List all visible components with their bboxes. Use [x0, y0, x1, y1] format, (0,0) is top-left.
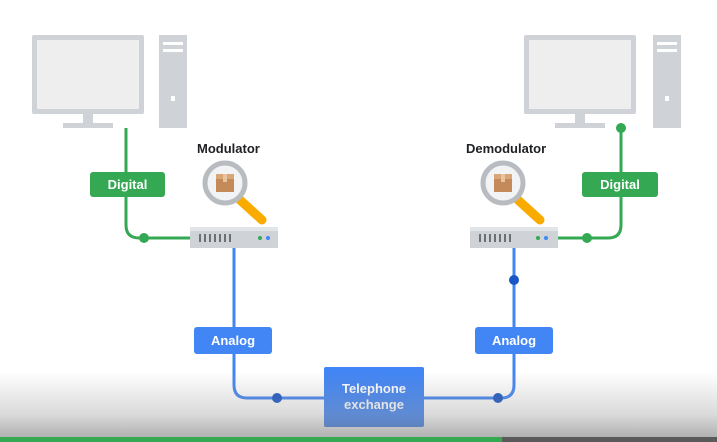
video-progress-bar[interactable] [0, 437, 717, 442]
magnifier-package-icon [202, 160, 267, 225]
tower-right [653, 35, 681, 128]
modulator-label: Modulator [197, 141, 260, 156]
analog-junction-right [493, 393, 503, 403]
tower-left-button [171, 96, 175, 101]
exchange-label-line1: Telephone [341, 381, 407, 396]
tower-left-slot [163, 42, 183, 45]
digital-junction-right [582, 233, 592, 243]
monitor-left-base [63, 123, 113, 128]
digital-tag-left: Digital [90, 172, 165, 197]
modem-right [470, 227, 558, 248]
analog-junction-left [272, 393, 282, 403]
monitor-left-screen [37, 40, 139, 109]
tower-right-button [665, 96, 669, 101]
digital-line-left [124, 128, 190, 240]
monitor-right-screen [529, 40, 631, 109]
monitor-left-neck [83, 114, 93, 123]
analog-line-right [424, 247, 516, 400]
computer-right [524, 35, 681, 128]
telephone-exchange-box: Telephone exchange [324, 367, 424, 427]
analog-junction-top-right [509, 275, 519, 285]
tower-right-slot [657, 42, 677, 45]
analog-line-left [232, 247, 325, 400]
digital-junction-left [139, 233, 149, 243]
digital-tag-right: Digital [582, 172, 658, 197]
digital-line-right [556, 128, 623, 240]
monitor-right-base [555, 123, 605, 128]
analog-tag-left: Analog [194, 327, 272, 354]
modem-left [190, 227, 278, 248]
video-progress-fill [0, 437, 502, 442]
tower-right-slot [657, 49, 677, 52]
magnifier-package-icon [480, 160, 545, 225]
exchange-label-line2: exchange [344, 397, 404, 412]
monitor-right-neck [575, 114, 585, 123]
monitor-right-port [616, 123, 626, 133]
tower-left [159, 35, 187, 128]
computer-left [32, 35, 187, 128]
tower-left-slot [163, 49, 183, 52]
analog-tag-right: Analog [475, 327, 553, 354]
demodulator-label: Demodulator [466, 141, 547, 156]
digital-lines [124, 128, 623, 240]
